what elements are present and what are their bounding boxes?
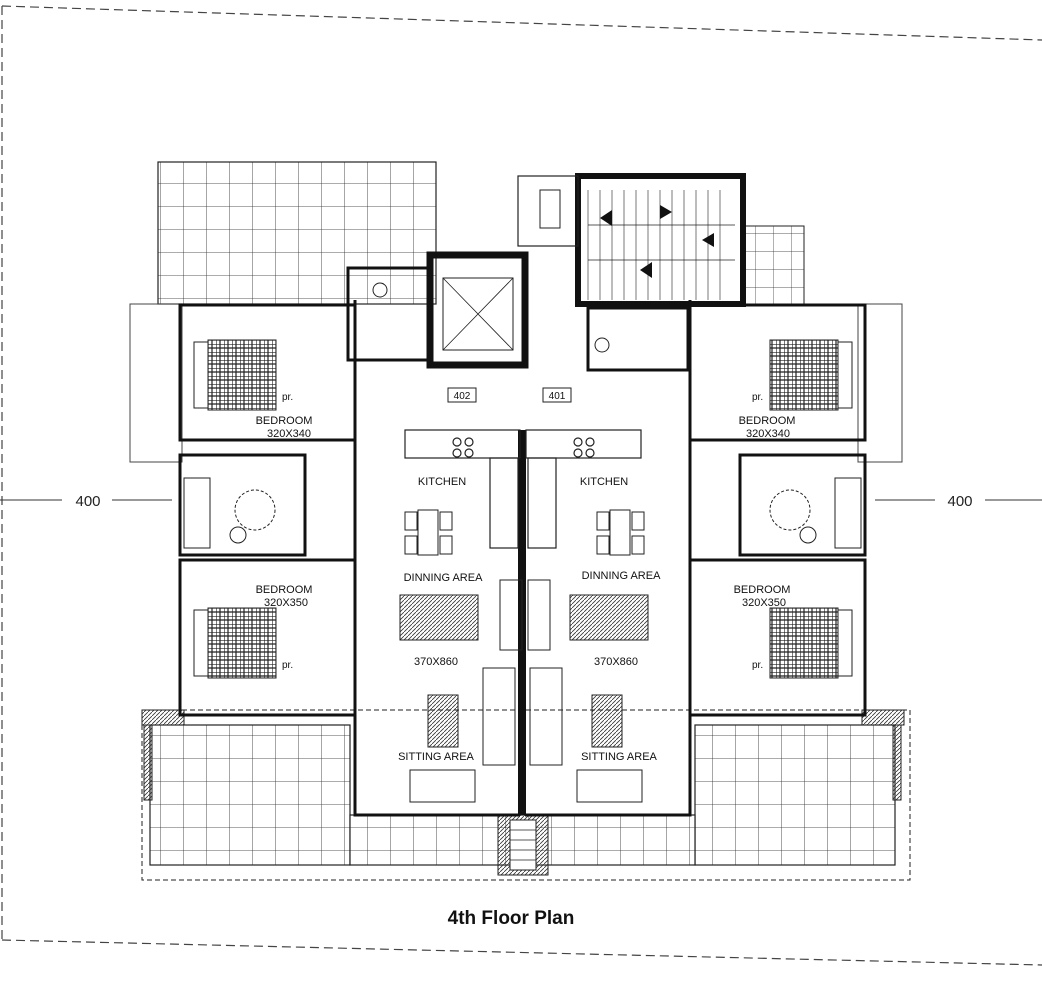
unit-number-402: 402	[454, 391, 471, 402]
sitting-label-right: SITTING AREA	[581, 751, 657, 763]
dimension-right-label: 400	[947, 493, 972, 510]
dining-tables	[399, 509, 649, 651]
dining-label-left: DINNING AREA	[404, 572, 484, 584]
bathroom-fixtures	[183, 282, 862, 549]
bedroom-size-tl: 320X340	[267, 428, 311, 440]
dimension-left-label: 400	[75, 493, 100, 510]
beds	[193, 339, 853, 679]
wardrobe-tag-1: pr.	[282, 392, 293, 403]
dimension-left: 400	[0, 493, 172, 510]
dining-size-right: 370X860	[594, 656, 638, 668]
stair-core	[517, 173, 746, 307]
wardrobe-tag-3: pr.	[752, 392, 763, 403]
wardrobe-tag-4: pr.	[752, 660, 763, 671]
bedroom-label-bl: BEDROOM	[256, 584, 313, 596]
sitting-furniture	[409, 667, 643, 803]
bedroom-label-br: BEDROOM	[734, 584, 791, 596]
unit-number-401: 401	[549, 391, 566, 402]
dimension-right: 400	[875, 493, 1042, 510]
dining-size-left: 370X860	[414, 656, 458, 668]
elevator-shaft	[426, 251, 529, 369]
side-terrace-right	[857, 303, 903, 463]
front-terrace	[141, 709, 911, 881]
kitchen-counters	[404, 429, 642, 549]
side-terrace-left	[129, 303, 183, 463]
bedroom-size-tr: 320X340	[746, 428, 790, 440]
bedroom-size-bl: 320X350	[264, 597, 308, 609]
bedroom-size-br: 320X350	[742, 597, 786, 609]
bedroom-label-tr: BEDROOM	[739, 415, 796, 427]
dining-label-right: DINNING AREA	[582, 570, 662, 582]
sitting-label-left: SITTING AREA	[398, 751, 474, 763]
kitchen-label-right: KITCHEN	[580, 476, 628, 488]
plot-boundary	[1, 5, 1042, 966]
bedroom-label-tl: BEDROOM	[256, 415, 313, 427]
balcony-right	[741, 225, 805, 305]
kitchen-label-left: KITCHEN	[418, 476, 466, 488]
roof-terrace-left	[157, 161, 437, 305]
wardrobe-tag-2: pr.	[282, 660, 293, 671]
plan-title: 4th Floor Plan	[448, 908, 575, 929]
